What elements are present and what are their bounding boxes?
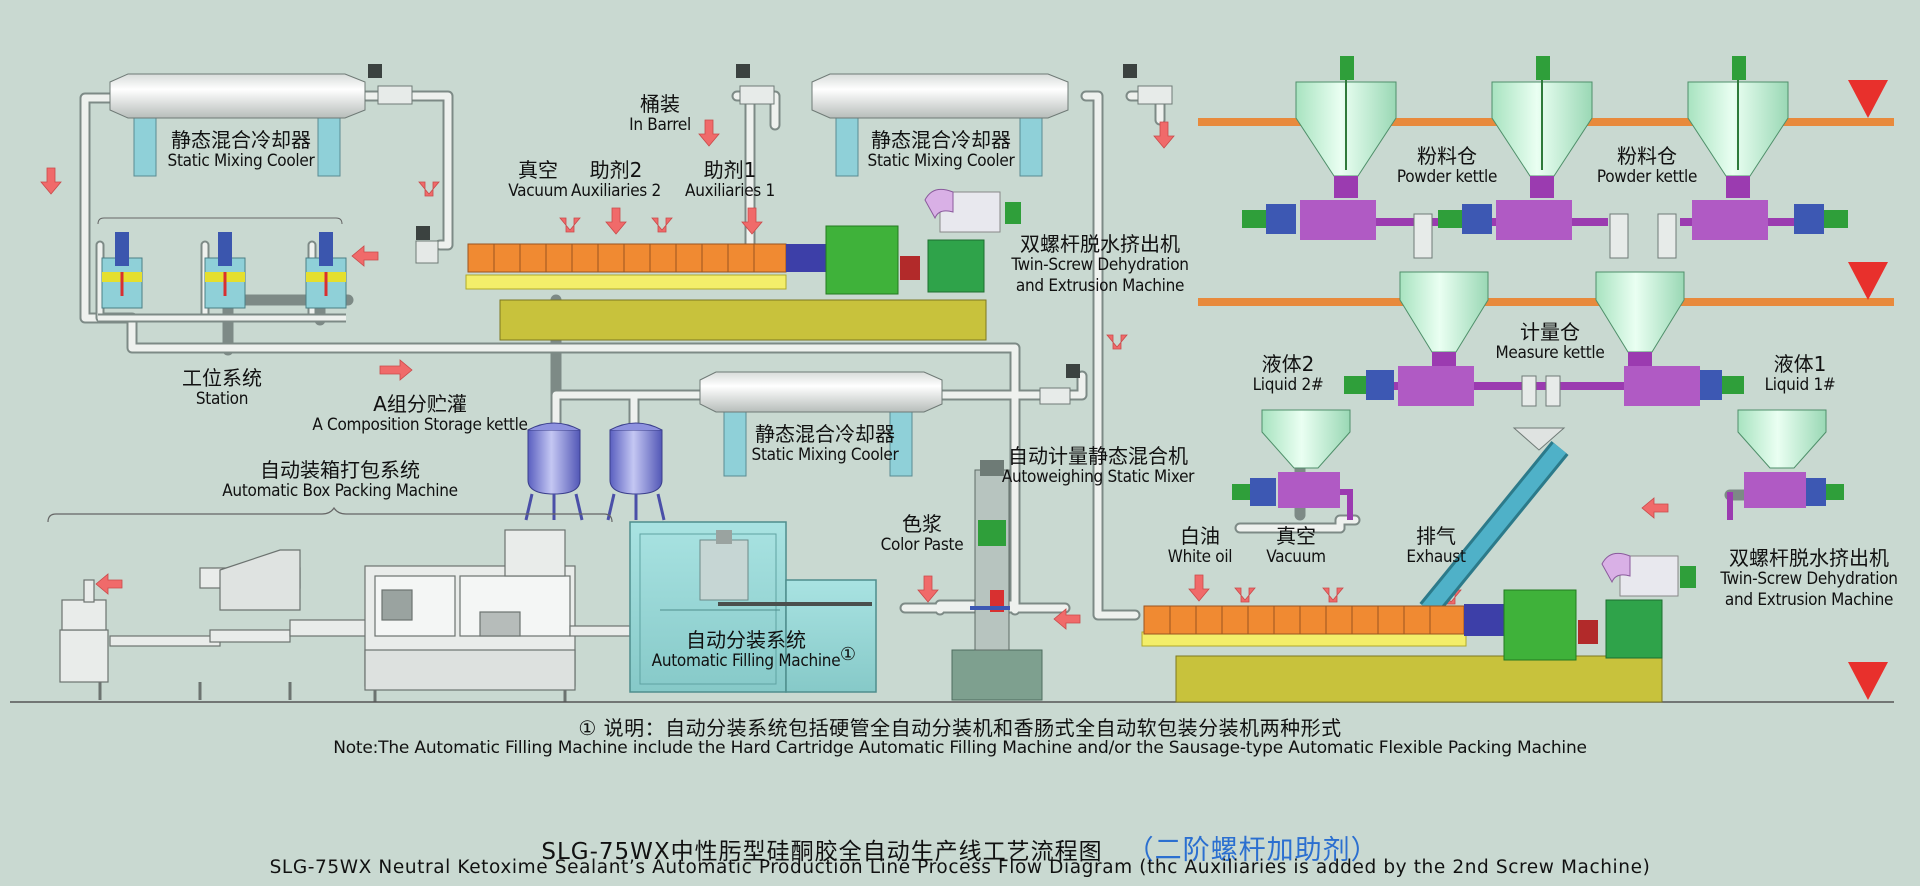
label-powder-kettle-1: 粉料仓 Powder kettle: [1392, 146, 1502, 188]
label-filling-machine: 自动分装系统 Automatic Filling Machine: [648, 630, 844, 672]
label-zh: 排气: [1416, 524, 1456, 548]
label-en: Powder kettle: [1396, 167, 1498, 187]
label-zh: A组分贮灌: [373, 392, 467, 416]
label-en: Powder kettle: [1596, 167, 1698, 187]
label-liquid-1: 液体1 Liquid 1#: [1750, 354, 1850, 396]
label-en: Station: [195, 389, 249, 409]
twin-screw-extruder-2: [1141, 552, 1696, 703]
label-en: Color Paste: [880, 535, 964, 555]
label-zh: 静态混合冷却器: [871, 128, 1011, 152]
label-en: Static Mixing Cooler: [867, 151, 1015, 171]
powder-hoppers: [1242, 56, 1848, 259]
label-en: A Composition Storage kettle: [312, 415, 528, 435]
note-chinese: ① 说明：自动分装系统包括硬管全自动分装机和香肠式全自动软包装分装机两种形式: [578, 716, 1342, 740]
static-mixing-cooler-2: [736, 64, 1173, 177]
liquid-kettles: [1232, 409, 1844, 520]
label-filling-mark: ①: [839, 644, 857, 665]
label-zh: 双螺杆脱水挤出机: [1020, 232, 1180, 256]
label-storage-kettle: A组分贮灌 A Composition Storage kettle: [310, 394, 530, 436]
label-twin-screw-2: 双螺杆脱水挤出机 Twin-Screw Dehydration and Extr…: [1704, 548, 1914, 611]
label-zh: 助剂2: [589, 158, 643, 182]
label-white-oil: 白油 White oil: [1160, 526, 1240, 568]
label-zh: 计量仓: [1520, 320, 1580, 344]
label-zh: 自动计量静态混合机: [1008, 444, 1188, 468]
label-zh: 白油: [1180, 524, 1220, 548]
label-en: Auxiliaries 2: [571, 181, 661, 201]
label-en: Measure kettle: [1495, 343, 1605, 363]
label-en: Twin-Screw Dehydration: [1011, 255, 1189, 275]
label-zh: 自动分装系统: [686, 628, 806, 652]
label-en: Liquid 1#: [1764, 375, 1836, 395]
label-zh: 真空: [518, 158, 558, 182]
label-zh: 色浆: [902, 512, 942, 536]
label-en: Twin-Screw Dehydration: [1720, 569, 1898, 589]
label-zh: 液体1: [1773, 352, 1827, 376]
measure-kettles: [1344, 271, 1744, 617]
label-static-mixing-cooler-2: 静态混合冷却器 Static Mixing Cooler: [856, 130, 1026, 172]
label-en: Static Mixing Cooler: [167, 151, 315, 171]
title-accent: （二阶螺杆加助剂）: [1126, 835, 1379, 866]
label-vacuum-top: 真空 Vacuum: [508, 160, 568, 202]
twin-screw-extruder-1: [415, 188, 1021, 341]
label-en: and Extrusion Machine: [1015, 276, 1185, 296]
label-color-paste: 色浆 Color Paste: [872, 514, 972, 556]
label-static-mixing-cooler-3: 静态混合冷却器 Static Mixing Cooler: [740, 424, 910, 466]
label-box-packing: 自动装箱打包系统 Automatic Box Packing Machine: [210, 460, 470, 502]
label-en: Static Mixing Cooler: [751, 445, 899, 465]
label-zh: 液体2: [1261, 352, 1315, 376]
label-en: Liquid 2#: [1252, 375, 1324, 395]
static-mixing-cooler-1: [109, 64, 413, 177]
label-en: Vacuum: [508, 181, 568, 201]
label-zh: 粉料仓: [1417, 144, 1477, 168]
label-en: and Extrusion Machine: [1724, 590, 1894, 610]
label-powder-kettle-2: 粉料仓 Powder kettle: [1592, 146, 1702, 188]
label-zh: 桶装: [640, 92, 680, 116]
label-zh: 双螺杆脱水挤出机: [1729, 546, 1889, 570]
label-zh: 静态混合冷却器: [755, 422, 895, 446]
label-zh: 真空: [1276, 524, 1316, 548]
title-main: SLG-75WX中性肟型硅酮胶全自动生产线工艺流程图: [541, 839, 1103, 865]
label-auxiliaries-2: 助剂2 Auxiliaries 2: [566, 160, 666, 202]
label-en: Auxiliaries 1: [685, 181, 775, 201]
label-zh: 静态混合冷却器: [171, 128, 311, 152]
label-zh: 助剂1: [703, 158, 757, 182]
diagram-title-chinese: SLG-75WX中性肟型硅酮胶全自动生产线工艺流程图 （二阶螺杆加助剂）: [0, 828, 1920, 867]
label-en: Autoweighing Static Mixer: [1001, 467, 1195, 487]
label-en: Automatic Filling Machine: [651, 651, 841, 671]
flow-arrows: [40, 119, 1669, 630]
label-static-mixing-cooler-1: 静态混合冷却器 Static Mixing Cooler: [156, 130, 326, 172]
label-twin-screw-1: 双螺杆脱水挤出机 Twin-Screw Dehydration and Extr…: [1000, 234, 1200, 297]
box-packing-machine: [47, 506, 631, 702]
label-in-barrel: 桶装 In Barrel: [620, 94, 700, 136]
label-measure-kettle: 计量仓 Measure kettle: [1490, 322, 1610, 364]
note-english: Note:The Automatic Filling Machine inclu…: [333, 738, 1587, 758]
automatic-filling-machine: [629, 460, 1043, 701]
label-zh: 自动装箱打包系统: [260, 458, 420, 482]
static-mixing-cooler-3: [699, 364, 1080, 477]
label-zh: 粉料仓: [1617, 144, 1677, 168]
storage-tanks: [524, 422, 666, 521]
label-auxiliaries-1: 助剂1 Auxiliaries 1: [680, 160, 780, 202]
label-station: 工位系统 Station: [172, 368, 272, 410]
label-en: Automatic Box Packing Machine: [222, 481, 458, 501]
label-liquid-2: 液体2 Liquid 2#: [1238, 354, 1338, 396]
label-zh: 工位系统: [182, 366, 262, 390]
label-exhaust: 排气 Exhaust: [1396, 526, 1476, 568]
station-units: [97, 217, 347, 323]
label-en: Exhaust: [1406, 547, 1466, 567]
label-en: In Barrel: [629, 115, 691, 135]
label-en: White oil: [1167, 547, 1233, 567]
label-autoweigh: 自动计量静态混合机 Autoweighing Static Mixer: [998, 446, 1198, 488]
label-en: Vacuum: [1266, 547, 1326, 567]
diagram-title-english: SLG-75WX Neutral Ketoxime Sealant’s Auto…: [269, 857, 1651, 878]
label-vacuum-bottom: 真空 Vacuum: [1256, 526, 1336, 568]
